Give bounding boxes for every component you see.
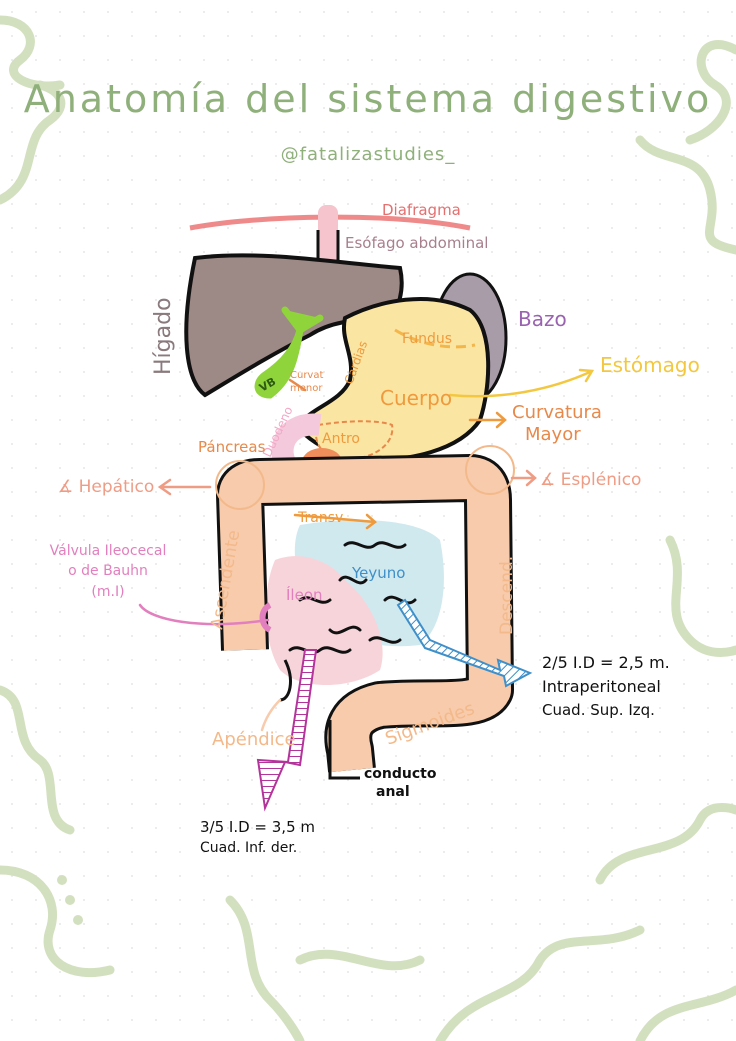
label-arrows bbox=[138, 368, 595, 732]
label-diafragma: Diafragma bbox=[382, 201, 461, 219]
decorative-squiggles bbox=[0, 15, 736, 1041]
appendix bbox=[279, 659, 292, 702]
jejunum-arrow bbox=[396, 598, 533, 688]
label-ileon: Íleon bbox=[286, 585, 323, 604]
label-descend: Descend. bbox=[497, 556, 517, 635]
label-curvatura-mayor-1: Curvatura bbox=[512, 402, 602, 423]
note-yeyuno-2: Intraperitoneal bbox=[542, 677, 661, 696]
rectum bbox=[328, 720, 360, 780]
ileocecal-valve bbox=[259, 602, 272, 633]
label-bazo: Bazo bbox=[518, 307, 567, 331]
gallbladder bbox=[254, 306, 324, 399]
label-pancreas: Páncreas bbox=[198, 438, 266, 456]
decorative-dots bbox=[57, 875, 83, 925]
label-esplenico: ∡ Esplénico bbox=[540, 470, 641, 490]
label-transv: Transv bbox=[297, 510, 343, 526]
label-conducto-1: conducto bbox=[364, 766, 437, 782]
label-valvula-3: (m.I) bbox=[91, 584, 124, 600]
label-higado: Hígado bbox=[151, 297, 176, 375]
label-cuerpo: Cuerpo bbox=[380, 386, 452, 410]
splenic-flexure-circle bbox=[465, 445, 515, 495]
label-antro: Antro bbox=[322, 431, 360, 447]
label-estomago: Estómago bbox=[600, 353, 700, 377]
page-title: Anatomía del sistema digestivo bbox=[24, 77, 713, 121]
label-hepatico: ∡ Hepático bbox=[58, 477, 154, 497]
label-valvula-2: o de Bauhn bbox=[68, 563, 148, 579]
label-yeyuno: Yeyuno bbox=[351, 564, 405, 582]
ileum bbox=[265, 556, 383, 685]
label-esofago: Esófago abdominal bbox=[345, 234, 488, 252]
label-curvat-menor-2: menor bbox=[290, 383, 323, 394]
label-fundus: Fundus bbox=[402, 331, 452, 347]
note-yeyuno-3: Cuad. Sup. Izq. bbox=[542, 701, 655, 719]
note-ileon-1: 3/5 I.D = 3,5 m bbox=[200, 818, 315, 836]
hepatic-flexure-circle bbox=[215, 460, 265, 510]
note-ileon-2: Cuad. Inf. der. bbox=[200, 840, 297, 856]
label-valvula-1: Válvula Ileocecal bbox=[50, 543, 167, 559]
label-apendice: Apéndice bbox=[212, 729, 296, 750]
intestine-loops bbox=[288, 541, 417, 654]
ileum-arrow bbox=[256, 649, 318, 812]
antrum bbox=[315, 420, 394, 462]
author-handle: @fatalizastudies_ bbox=[281, 144, 456, 165]
label-curvatura-mayor-2: Mayor bbox=[525, 424, 581, 445]
label-conducto-2: anal bbox=[376, 784, 410, 800]
label-curvat-menor-1: Curvat bbox=[290, 370, 323, 381]
note-yeyuno-1: 2/5 I.D = 2,5 m. bbox=[542, 653, 670, 672]
